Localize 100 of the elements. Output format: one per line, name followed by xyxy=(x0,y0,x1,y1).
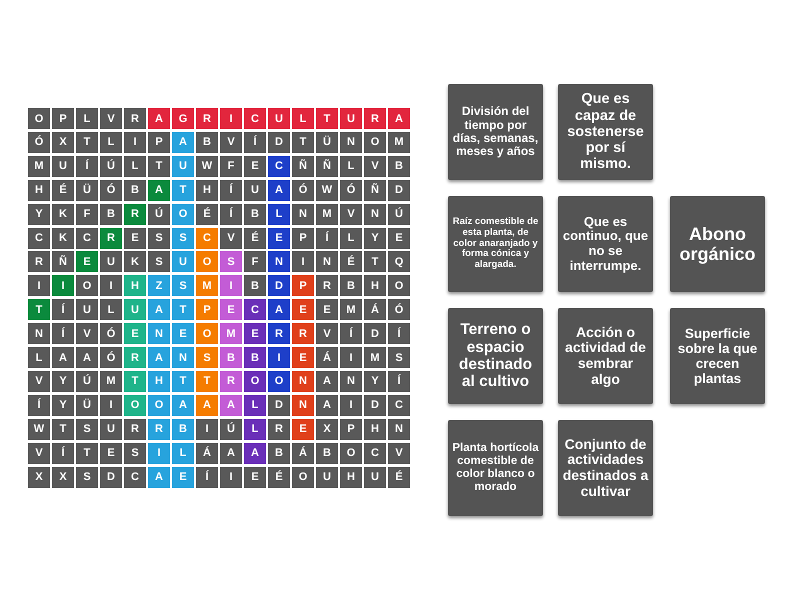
letter-tile: I xyxy=(292,251,314,272)
letter-tile: Y xyxy=(28,204,50,225)
highlighted-letter-tile: O xyxy=(268,370,290,392)
letter-tile: Ú xyxy=(220,418,242,440)
letter-tile: É xyxy=(196,204,218,225)
letter-tile: S xyxy=(148,228,170,248)
highlighted-letter-tile: A xyxy=(220,394,242,416)
letter-tile: O xyxy=(364,132,386,153)
highlighted-letter-tile: L xyxy=(292,108,314,129)
highlighted-letter-tile: E xyxy=(76,251,98,272)
letter-tile: H xyxy=(28,180,50,201)
letter-tile: T xyxy=(292,132,314,153)
letter-tile: L xyxy=(340,228,362,248)
letter-tile: V xyxy=(316,323,338,344)
letter-tile: Ú xyxy=(76,370,98,392)
letter-tile: B xyxy=(100,204,122,225)
letter-tile: E xyxy=(316,299,338,320)
letter-tile: S xyxy=(148,251,170,272)
letter-tile: A xyxy=(316,394,338,416)
letter-tile: X xyxy=(316,418,338,440)
letter-tile: Ü xyxy=(76,180,98,201)
highlighted-letter-tile: O xyxy=(148,394,170,416)
letter-tile: Í xyxy=(340,323,362,344)
letter-tile: A xyxy=(76,347,98,368)
highlighted-letter-tile: R xyxy=(220,370,242,392)
letter-tile: Í xyxy=(28,394,50,416)
highlighted-letter-tile: C xyxy=(268,156,290,177)
letter-tile: X xyxy=(52,466,74,488)
letter-tile: P xyxy=(292,228,314,248)
highlighted-letter-tile: B xyxy=(172,418,194,440)
clue-card xyxy=(558,84,653,180)
highlighted-letter-tile: I xyxy=(220,275,242,296)
letter-tile: Ñ xyxy=(316,156,338,177)
highlighted-letter-tile: A xyxy=(148,180,170,201)
letter-tile: Ó xyxy=(100,347,122,368)
highlighted-letter-tile: I xyxy=(148,442,170,464)
letter-tile: R xyxy=(28,251,50,272)
letter-tile: I xyxy=(340,394,362,416)
highlighted-letter-tile: E xyxy=(124,323,146,344)
letter-tile: C xyxy=(76,228,98,248)
letter-tile: B xyxy=(196,132,218,153)
letter-tile: F xyxy=(76,204,98,225)
highlighted-letter-tile: I xyxy=(52,275,74,296)
letter-tile: U xyxy=(316,466,338,488)
highlighted-letter-tile: O xyxy=(244,370,266,392)
letter-tile: V xyxy=(364,156,386,177)
highlighted-letter-tile: T xyxy=(196,370,218,392)
letter-tile: T xyxy=(52,418,74,440)
highlighted-letter-tile: A xyxy=(388,108,410,129)
letter-tile: S xyxy=(124,442,146,464)
highlighted-letter-tile: R xyxy=(124,347,146,368)
highlighted-letter-tile: P xyxy=(292,275,314,296)
letter-tile: I xyxy=(100,275,122,296)
letter-tile: F xyxy=(220,156,242,177)
letter-tile: A xyxy=(52,347,74,368)
letter-tile: V xyxy=(76,323,98,344)
highlighted-letter-tile: U xyxy=(172,156,194,177)
highlighted-letter-tile: O xyxy=(196,251,218,272)
letter-tile: E xyxy=(244,156,266,177)
clue-text: Terreno o espacio destinado al cultivo xyxy=(458,321,534,391)
highlighted-letter-tile: G xyxy=(172,108,194,129)
highlighted-letter-tile: T xyxy=(316,108,338,129)
highlighted-letter-tile: U xyxy=(340,108,362,129)
highlighted-letter-tile: A xyxy=(148,347,170,368)
letter-tile: T xyxy=(148,156,170,177)
highlighted-letter-tile: C xyxy=(244,299,266,320)
highlighted-letter-tile: N xyxy=(292,370,314,392)
letter-tile: V xyxy=(28,370,50,392)
highlighted-letter-tile: R xyxy=(292,323,314,344)
letter-tile: X xyxy=(28,466,50,488)
highlighted-letter-tile: I xyxy=(268,347,290,368)
letter-tile: B xyxy=(268,442,290,464)
letter-tile: E xyxy=(124,228,146,248)
highlighted-letter-tile: I xyxy=(220,108,242,129)
letter-tile: R xyxy=(124,418,146,440)
letter-tile: H xyxy=(364,418,386,440)
highlighted-letter-tile: U xyxy=(268,108,290,129)
highlighted-letter-tile: C xyxy=(196,228,218,248)
letter-tile: Ó xyxy=(100,180,122,201)
clue-card xyxy=(558,420,653,516)
highlighted-letter-tile: E xyxy=(220,299,242,320)
letter-tile: Í xyxy=(52,299,74,320)
highlighted-letter-tile: E xyxy=(172,323,194,344)
clue-text: Abono orgánico xyxy=(678,224,756,264)
letter-tile: Á xyxy=(316,347,338,368)
highlighted-letter-tile: L xyxy=(268,204,290,225)
highlighted-letter-tile: N xyxy=(268,251,290,272)
letter-tile: Í xyxy=(220,180,242,201)
letter-tile: R xyxy=(124,108,146,129)
clue-card xyxy=(558,308,653,404)
letter-tile: B xyxy=(124,180,146,201)
letter-tile: Í xyxy=(388,323,410,344)
letter-tile: O xyxy=(340,442,362,464)
clue-text: Que es capaz de sostenerse por sí mismo. xyxy=(566,91,645,173)
highlighted-letter-tile: C xyxy=(244,108,266,129)
letter-tile: O xyxy=(388,275,410,296)
highlighted-letter-tile: O xyxy=(196,323,218,344)
letter-tile: M xyxy=(28,156,50,177)
highlighted-letter-tile: E xyxy=(268,228,290,248)
letter-tile: D xyxy=(268,394,290,416)
